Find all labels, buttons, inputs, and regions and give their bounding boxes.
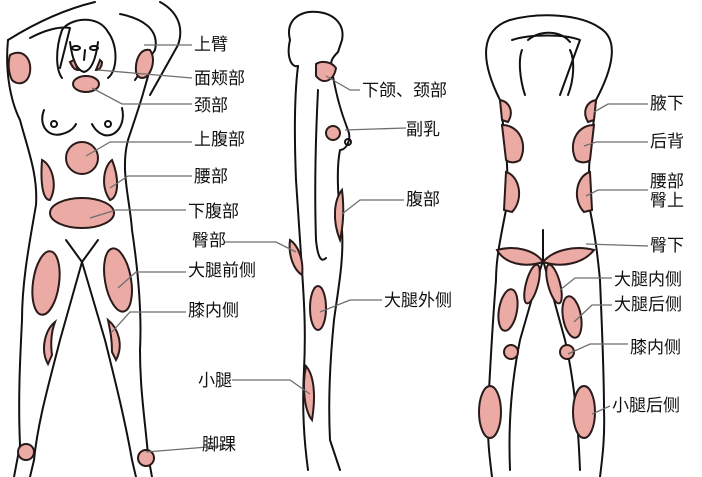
label-calf: 小腿 [198,371,232,391]
label-upper-back: 后背 [650,132,684,152]
label-back-thigh: 大腿后侧 [614,295,682,315]
label-lower-abdomen: 下腹部 [188,202,239,222]
label-back-calf: 小腿后侧 [612,396,680,416]
label-upper-abdomen: 上腹部 [194,130,245,150]
label-waist: 腰部 [194,167,228,187]
front-figure [6,1,182,477]
label-inner-knee: 膝内侧 [188,301,239,321]
label-upper-hip: 臀上 [650,191,684,211]
label-ankle: 脚踝 [202,435,236,455]
label-lower-hip: 臀下 [650,236,684,256]
label-buttocks: 臀部 [192,231,226,251]
leader-lines [85,44,649,453]
label-jaw-neck: 下颌、颈部 [362,81,447,101]
label-upper-arm: 上臂 [194,35,228,55]
back-figure [478,14,613,477]
label-inner-thigh: 大腿内侧 [614,270,682,290]
label-inner-knee-back: 膝内侧 [630,338,681,358]
side-figure [287,10,352,471]
label-front-thigh: 大腿前侧 [188,261,256,281]
label-abdomen: 腹部 [406,190,440,210]
label-accessory-breast: 副乳 [406,120,440,140]
label-underarm: 腋下 [650,94,684,114]
label-outer-thigh: 大腿外侧 [384,291,452,311]
label-cheek: 面颊部 [194,69,245,89]
label-neck: 颈部 [194,96,228,116]
label-waist-back: 腰部 [650,172,684,192]
